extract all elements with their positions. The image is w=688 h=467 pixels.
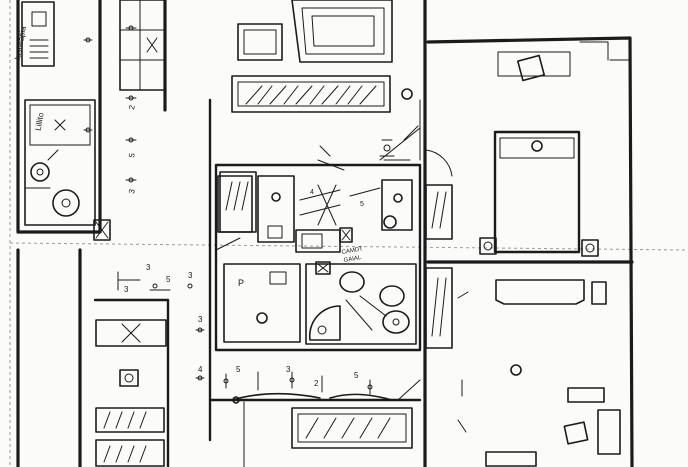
closet-tag-2: GAIAL [343,255,362,264]
sink-icon [339,271,365,293]
shelf-unit-top [119,0,166,91]
room-left-lower [95,319,167,467]
corr-a: 3 [198,315,203,324]
sideboard-top [231,75,391,113]
exterior-walls [16,0,634,467]
dim-s4: 5 [354,371,359,380]
bed-icon [493,130,581,254]
shower-room: CAMDT GAIAL [305,246,417,345]
column-top [401,88,413,100]
service-core: 4 5 [214,163,422,352]
living-room-right [457,279,621,467]
dim-s3: 2 [314,379,319,388]
dim-h2: 3 [124,285,129,294]
dim-v2: 5 [127,152,137,158]
closet-tag: CAMDT [341,246,363,256]
closet-right-bottom [425,267,453,349]
bath-lamp-x [93,219,111,241]
desk-chair-icon [516,54,546,82]
closet-center-left [217,175,253,233]
bath-note-label: Lillito [34,111,46,131]
toilet2-icon [382,310,410,334]
corr-b: 4 [198,365,203,374]
room-tag-p: P [238,278,244,288]
dim-v1: 2 [127,104,137,110]
door-swings [215,99,453,401]
dim-s2: 3 [286,365,291,374]
lamp-label-b: 5 [360,201,364,208]
bedroom-top-right [479,41,631,257]
dim-h3: 3 [188,271,193,280]
washbasin-icon [30,162,50,182]
bathroom-top-left [24,99,96,226]
lamp-label-a: 4 [310,189,314,196]
corridor-wardrobe-bottom [231,392,413,467]
dim-h1: 3 [146,263,151,272]
sofa-top [291,0,393,63]
electrical-marks [83,25,419,395]
counter-icon [295,229,341,253]
armchair-left [237,23,283,61]
dimension-labels: 3 3 3 2 5 3 5 3 2 5 3 4 5 [124,104,359,388]
sofa-right-icon [495,279,585,305]
armchair-right-icon [563,421,589,445]
bath-note-label-2: lustalapia [13,25,28,60]
dim-v3: 3 [127,188,137,194]
paper-fold-line [9,242,688,251]
dim-s1: 5 [236,365,241,374]
closet-right-top [425,184,453,240]
toilet-icon [52,189,80,217]
kitchen-unit [21,1,55,67]
corr-c: 5 [166,275,171,284]
wc-room: P [223,263,301,343]
